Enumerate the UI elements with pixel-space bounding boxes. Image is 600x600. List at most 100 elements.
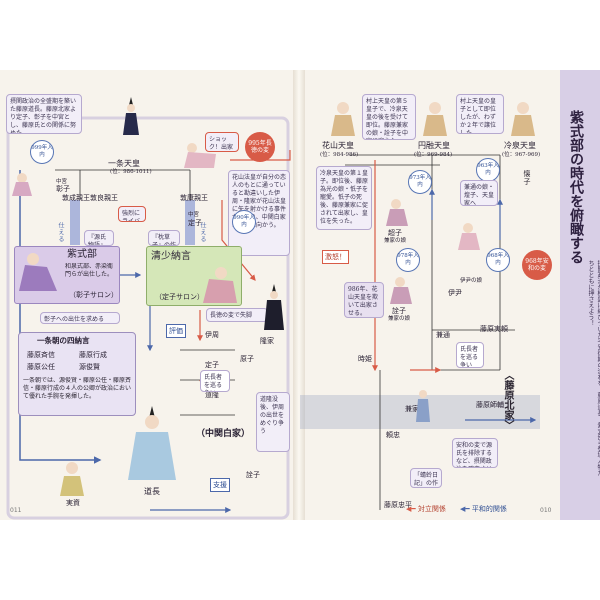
- rival-tag: 強烈にライバル視！: [118, 206, 146, 222]
- page-number-left: 011: [10, 507, 22, 514]
- hoshi-note: 兼通の娘・煌子、天皇家へ: [460, 180, 498, 206]
- kaneie-fight-note: 氏長者を巡る争い: [456, 342, 484, 368]
- korechika-figure: [262, 284, 286, 330]
- four-counselors-box: 一条朝の四納言 藤原斉信 藤原行成 藤原公任 源俊賢 一条朝では、源俊賢・藤原公…: [18, 332, 136, 416]
- michitsuna-note: 道隆没後、伊周の出世をめぐり争う: [256, 392, 290, 452]
- book-spread: 摂関政治の全盛期を築いた藤原道長。藤原北家より定子、彰子を中宮とし、藤原氏との関…: [0, 70, 600, 520]
- fujiwara-saneyori: 藤原実頼: [480, 325, 508, 333]
- year-973-text: 973年入内: [409, 175, 431, 188]
- murasaki-note: 和泉式部、赤染衛門らが出仕した。: [65, 263, 117, 285]
- main-title: 紫式部の時代を俯瞰する: [568, 110, 584, 264]
- event-986-text: 986年、花山天皇を欺いて出家させる。: [348, 286, 379, 317]
- tsukaeru-left: 仕える: [57, 222, 64, 243]
- genji-tag-text: 『源氏物語』の作者: [88, 234, 107, 246]
- fujiwara-morosuke: 藤原師輔: [476, 401, 504, 409]
- chugu-2: 中宮: [188, 212, 200, 218]
- year-990-tag: 990年入内: [232, 210, 256, 234]
- michitaka-name: 道隆: [205, 391, 219, 399]
- teishi-salon: （定子サロン）: [155, 293, 204, 301]
- michitsuna-note-text: 道隆没後、伊周の出世をめぐり争う: [260, 396, 285, 435]
- legend-conflict: ◀━ 対立関係: [406, 505, 446, 513]
- kazan-reign: (位：984-986): [320, 152, 359, 158]
- kazan-note: 冷泉天皇の第１皇子。即位後、藤原為光の娘・忯子を寵愛。忯子の死後、藤原兼家に促さ…: [316, 166, 372, 230]
- murasaki-box: 紫式部 和泉式部、赤染衛門らが出仕した。 （彰子サロン）: [14, 246, 120, 304]
- year-963-tag: 963年入内: [476, 158, 500, 182]
- enyu-name: 円融天皇: [418, 141, 450, 150]
- kaneie-figure: [414, 388, 432, 422]
- michinaga-name: 道長: [144, 487, 160, 496]
- chosi-name: 超子: [388, 229, 402, 237]
- hoshi-note-text: 兼通の娘・煌子、天皇家へ: [464, 184, 495, 206]
- sei-figure: [199, 263, 239, 303]
- four-note: 一条朝では、源俊賢・藤原公任・藤原斉信・藤原行成の４人の公卿が政治において優れた…: [23, 377, 133, 415]
- four-name-2: 藤原行成: [79, 351, 107, 359]
- sei-name: 清少納言: [151, 251, 191, 262]
- michinaga-figure-top: [120, 95, 142, 135]
- ichijo-right-note-text: 花山法皇が自分の恋人のもとに通っていると勘違いした伊周・隆家が花山法皇に矢を射か…: [232, 174, 287, 229]
- yoritada-name: 頼忠: [386, 431, 400, 439]
- year-978-text: 978年入内: [397, 253, 419, 266]
- rival-tag-text: 強烈にライバル視！: [122, 210, 141, 222]
- fujiwara-tadahira: 藤原忠平: [384, 501, 412, 509]
- request-note-text: 彰子への出仕を求める: [44, 316, 105, 323]
- sanesuke-figure: [58, 460, 86, 496]
- year-968-tag: 968年入内: [486, 248, 510, 272]
- shock-note: ショック！出家するぞ！: [205, 132, 239, 152]
- koshi-name: 懐子: [523, 170, 531, 186]
- year-999-text: 999年入内: [31, 145, 53, 158]
- intro-note-text: 摂関政治の全盛期を築いた藤原道長。藤原北家より定子、彰子を中宮とし、藤原氏との関…: [10, 98, 77, 134]
- sub-title: 摂関政治が極盛に結びついた平安後期の流れを、藤原道長、紫式部ら登場人物たちととも…: [587, 260, 600, 476]
- fury-tag: 激怒！: [322, 250, 349, 264]
- legend-conflict-text: 対立関係: [417, 505, 446, 513]
- murakami-note-2-text: 村上天皇の皇子として即位したが、わずか２年で譲位した。: [460, 98, 497, 134]
- koretada-name: 伊尹: [448, 289, 462, 297]
- support-tag: 支援: [210, 478, 230, 492]
- sanesuke-name: 実資: [66, 499, 80, 507]
- enyu-reign: (位：969-984): [414, 152, 453, 158]
- kazan-note-text: 冷泉天皇の第１皇子。即位後、藤原為光の娘・忯子を寵愛。忯子の死後、藤原兼家に促さ…: [320, 170, 369, 225]
- teishi-name: 定子: [205, 361, 219, 369]
- year-990-text: 990年入内: [233, 215, 255, 228]
- genji-tag: 『源氏物語』の作者: [84, 230, 114, 246]
- page-gutter: [293, 70, 305, 520]
- murasaki-figure: [17, 249, 59, 291]
- shoshi-salon: （彰子サロン）: [69, 291, 118, 299]
- kazan-name: 花山天皇: [322, 141, 354, 150]
- nagaie-note: 長徳の変で失脚: [206, 308, 268, 322]
- kaneie-daughter-1: 兼家の娘: [384, 238, 407, 244]
- request-note: 彰子への出仕を求める: [40, 312, 120, 324]
- murasaki-name: 紫式部: [67, 249, 97, 260]
- shoshi-name-top: 彰子: [56, 185, 70, 193]
- four-title: 一条朝の四納言: [37, 336, 90, 345]
- shoshi-figure: [10, 170, 34, 196]
- event-968-tag: 968年安和の変: [522, 250, 552, 280]
- year-973-tag: 973年入内: [408, 170, 432, 194]
- shoshi-bottom: 詮子: [246, 471, 260, 479]
- title-column: 紫式部の時代を俯瞰する 摂関政治が極盛に結びついた平安後期の流れを、藤原道長、紫…: [560, 70, 600, 520]
- fight-note-left: 氏長者を巡る争い: [200, 370, 230, 392]
- kazan-figure: [328, 100, 358, 136]
- nakanokanpaku: （中関白家）: [196, 429, 251, 439]
- hokke-title: 〈藤原北家〉: [502, 370, 513, 430]
- legend-peace-text: 平和的関係: [471, 505, 507, 513]
- four-name-4: 源俊賢: [79, 363, 100, 371]
- makura-tag-text: 『枕草子』の作者: [152, 234, 177, 246]
- prince-atsuhira: 敦成親王: [62, 194, 90, 202]
- anna-note-text: 安和の変で源氏を排除するなど、摂関政治を確立させた。: [456, 442, 493, 467]
- intro-note: 摂関政治の全盛期を築いた藤原道長。藤原北家より定子、彰子を中宮とし、藤原氏との関…: [6, 94, 82, 134]
- teishi-figure-top: [182, 140, 218, 168]
- makura-tag: 『枕草子』の作者: [148, 230, 180, 246]
- page-number-right: 010: [540, 507, 552, 514]
- murakami-note-1-text: 村上天皇の第５皇子で、冷泉天皇の後を受けて即位。藤原兼家の娘・詮子を中宮に迎えた…: [366, 98, 409, 139]
- anna-note: 安和の変で源氏を排除するなど、摂関政治を確立させた。: [452, 438, 498, 468]
- michinaga-figure: [126, 404, 178, 480]
- event-968-text: 968年安和の変: [525, 258, 549, 272]
- korechika-name: 伊周: [205, 331, 219, 339]
- chosi-figure: [384, 196, 410, 226]
- senshi-name: 詮子: [392, 307, 406, 315]
- kagero-note-text: 「蜻蛉日記」の作者: [414, 472, 439, 487]
- koshi-figure: [388, 274, 414, 304]
- four-note-text: 一条朝では、源俊賢・藤原公任・藤原斉信・藤原行成の４人の公卿が政治において優れた…: [23, 377, 132, 400]
- four-name-1: 藤原斉信: [27, 351, 55, 359]
- chugu-1: 中宮: [56, 179, 68, 185]
